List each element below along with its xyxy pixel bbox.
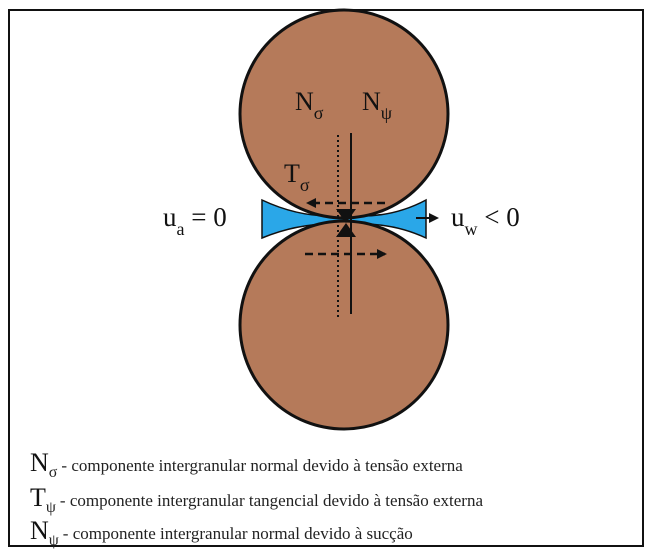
upper-grain (238, 8, 450, 220)
ua-label: ua = 0 (163, 202, 227, 239)
legend-subscript: ψ (45, 499, 56, 516)
legend-item-t-psi: Tψ- componente intergranular tangencial … (30, 485, 483, 516)
legend-subscript: σ (48, 464, 58, 481)
legend-text: - componente intergranular normal devido… (62, 524, 413, 543)
legend-symbol: T (30, 483, 46, 512)
legend-text: - componente intergranular normal devido… (61, 456, 463, 475)
lower-grain (238, 219, 450, 431)
n-psi-label: Nψ (362, 87, 393, 123)
legend-item-n-sigma: Nσ- componente intergranular normal devi… (30, 450, 463, 481)
legend-item-n-psi: Nψ- componente intergranular normal devi… (30, 518, 413, 549)
legend-subscript: ψ (48, 532, 59, 549)
legend-symbol: N (30, 448, 49, 477)
n-sigma-label: Nσ (295, 87, 324, 123)
legend-symbol: N (30, 516, 49, 545)
legend-text: - componente intergranular tangencial de… (59, 491, 483, 510)
contact-triangle-down (336, 209, 356, 223)
contact-triangle-up (336, 223, 356, 237)
uw-label: uw < 0 (451, 202, 520, 239)
t-sigma-label: Tσ (284, 159, 310, 195)
